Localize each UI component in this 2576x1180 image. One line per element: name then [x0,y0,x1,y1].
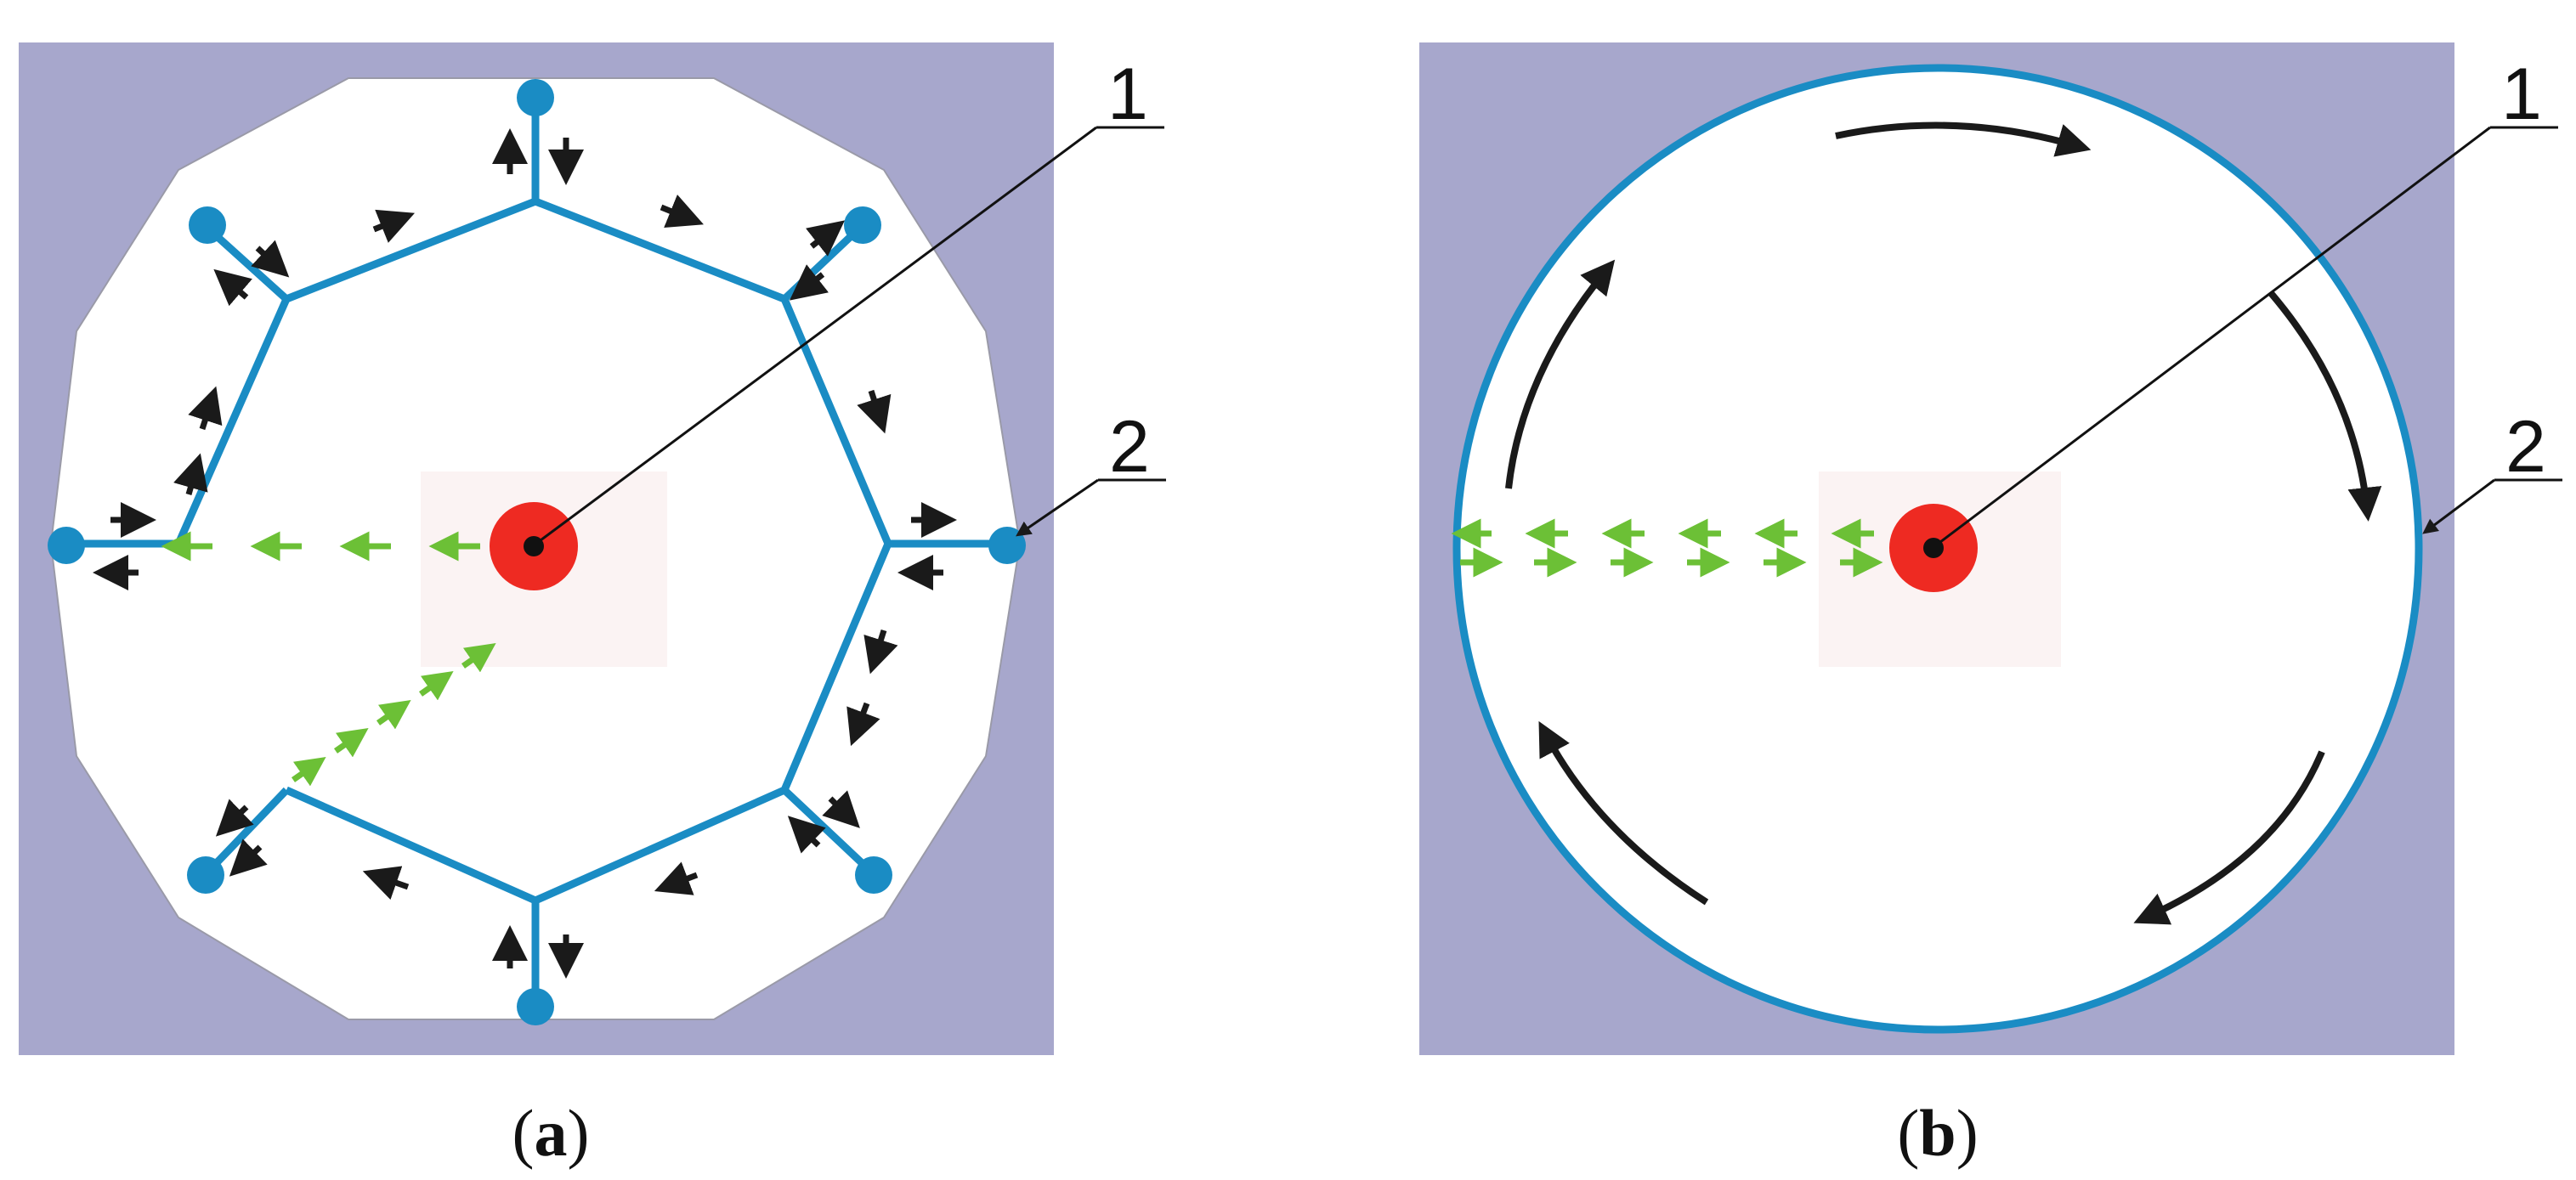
source-b-center [1923,538,1944,558]
panel-a: 1 2 (a) [19,42,1166,1170]
node-top-right [844,206,881,244]
node-bottom-left [187,856,224,894]
node-bottom-right [855,856,892,894]
node-top-left [189,206,226,244]
pipe-spur-top-left [204,224,290,302]
callout-2-leader-a [1016,478,1099,537]
callout-2-b: 2 [2505,406,2546,488]
node-top [517,79,554,116]
pipe-network [68,100,1005,1005]
callout-2-leader-b [2422,478,2495,534]
signal-arrows-a [161,531,496,787]
caption-a: (a) [512,1096,590,1170]
panel-b: 1 2 (b) [1419,42,2562,1170]
callout-2-a: 2 [1109,406,1150,488]
signal-arrows-b [1451,518,1883,578]
callout-1-b: 1 [2501,54,2542,135]
caption-b: (b) [1897,1096,1978,1170]
pipe-nodes [48,79,1026,1025]
callout-1-a: 1 [1107,54,1148,135]
node-bottom [517,988,554,1025]
flow-arrows-a [93,128,957,979]
callout-1-leader-b [1939,126,2491,544]
flow-arrows-b [1505,121,2382,925]
pipe-spur-bottom-right [781,787,875,876]
callout-1-leader-a [540,126,1097,542]
source-a-center [524,536,544,556]
node-left [48,527,85,564]
